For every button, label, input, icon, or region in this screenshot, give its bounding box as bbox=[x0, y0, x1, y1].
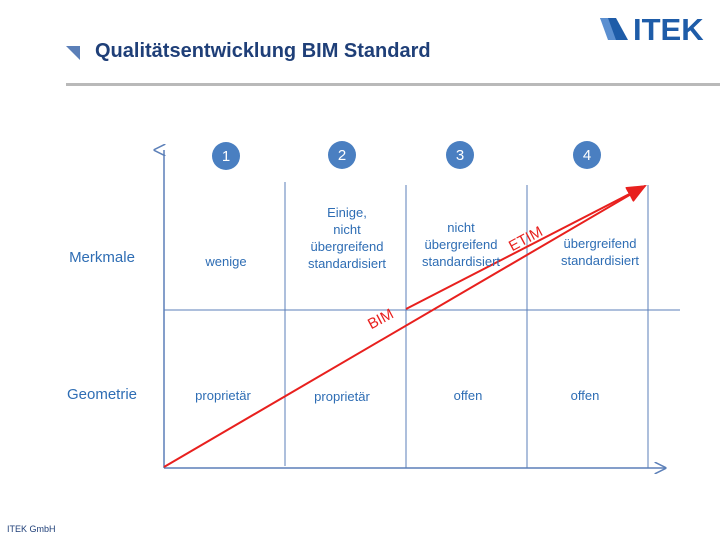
bim-arrow bbox=[163, 184, 647, 468]
title-marker-icon bbox=[66, 46, 80, 60]
stage-badge-4: 4 bbox=[573, 141, 601, 169]
cell-geometrie-1: proprietär bbox=[195, 388, 251, 403]
cell-geometrie-2: proprietär bbox=[314, 389, 370, 404]
stage-badge-2: 2 bbox=[328, 141, 356, 169]
logo-wordmark: ITEK bbox=[633, 12, 704, 47]
itek-logo-icon bbox=[600, 18, 628, 40]
cell-merkmale-1: wenige bbox=[205, 254, 247, 269]
cell-geometrie-3: offen bbox=[453, 388, 483, 403]
footer-company: ITEK GmbH bbox=[7, 524, 56, 534]
stage-badge-3: 3 bbox=[446, 141, 474, 169]
page-title: Qualitätsentwicklung BIM Standard bbox=[95, 40, 431, 62]
etim-arrow bbox=[405, 185, 647, 310]
cell-merkmale-2: Einige, nicht übergreifend standardisier… bbox=[307, 205, 387, 271]
title-divider bbox=[66, 83, 720, 86]
cell-merkmale-3: nicht übergreifend standardisiert bbox=[421, 220, 501, 269]
stage-badge-1: 1 bbox=[212, 142, 240, 170]
cell-geometrie-4: offen bbox=[570, 388, 600, 403]
row-label-geometrie: Geometrie bbox=[66, 386, 138, 403]
cell-merkmale-4: übergreifend standardisiert bbox=[560, 236, 640, 268]
row-label-merkmale: Merkmale bbox=[69, 249, 135, 266]
